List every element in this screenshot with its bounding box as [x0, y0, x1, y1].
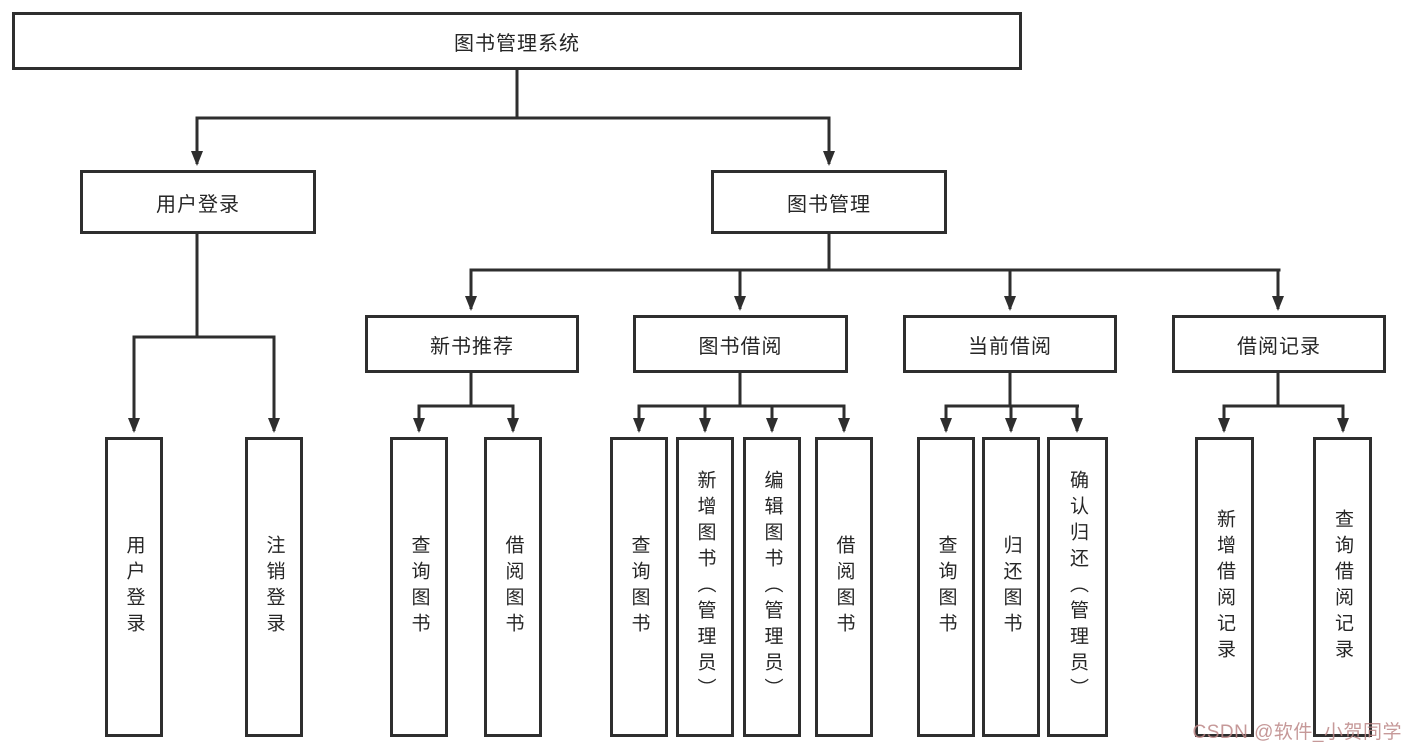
node-current-borrow: 当前借阅: [903, 315, 1117, 373]
leaf-query-borrow-record: 查询借阅记录: [1313, 437, 1372, 737]
node-label: 当前借阅: [968, 335, 1052, 358]
node-label: 图书借阅: [698, 335, 783, 358]
node-label: 用户登录: [156, 193, 240, 216]
leaf-query-books: 查询图书: [390, 437, 448, 737]
leaf-label: 查询图书: [408, 535, 430, 639]
node-book-management-group: 图书管理: [711, 170, 947, 234]
leaf-add-books-admin: 新增图书（管理员）: [676, 437, 734, 737]
leaf-borrow-books: 借阅图书: [815, 437, 873, 737]
leaf-label: 编辑图书（管理员）: [761, 470, 783, 704]
node-library-management-system: 图书管理系统: [12, 12, 1022, 70]
leaf-label: 查询图书: [628, 535, 650, 639]
leaf-label: 借阅图书: [502, 535, 524, 639]
leaf-label: 查询借阅记录: [1332, 509, 1353, 665]
leaf-logout: 注销登录: [245, 437, 303, 737]
leaf-label: 新增图书（管理员）: [694, 470, 716, 704]
leaf-return-books: 归还图书: [982, 437, 1040, 737]
leaf-label: 新增借阅记录: [1214, 509, 1235, 665]
leaf-query-books: 查询图书: [610, 437, 668, 737]
leaf-confirm-return-admin: 确认归还（管理员）: [1047, 437, 1108, 737]
node-user-login-group: 用户登录: [80, 170, 316, 234]
leaf-edit-books-admin: 编辑图书（管理员）: [743, 437, 801, 737]
leaf-label: 归还图书: [1000, 535, 1022, 639]
leaf-query-books: 查询图书: [917, 437, 975, 737]
leaf-borrow-books: 借阅图书: [484, 437, 542, 737]
csdn-watermark: CSDN @软件_小贺同学: [1192, 722, 1402, 743]
node-new-book-recommend: 新书推荐: [365, 315, 579, 373]
node-book-borrow: 图书借阅: [633, 315, 848, 373]
leaf-add-borrow-record: 新增借阅记录: [1195, 437, 1254, 737]
node-label: 借阅记录: [1237, 335, 1321, 358]
node-label: 图书管理系统: [454, 32, 580, 55]
leaf-label: 注销登录: [263, 535, 285, 639]
node-label: 新书推荐: [430, 335, 514, 358]
node-label: 图书管理: [787, 193, 871, 216]
leaf-user-login: 用户登录: [105, 437, 163, 737]
node-borrow-records: 借阅记录: [1172, 315, 1386, 373]
leaf-label: 确认归还（管理员）: [1067, 470, 1088, 704]
leaf-label: 查询图书: [935, 535, 957, 639]
leaf-label: 用户登录: [123, 535, 145, 639]
leaf-label: 借阅图书: [833, 535, 855, 639]
